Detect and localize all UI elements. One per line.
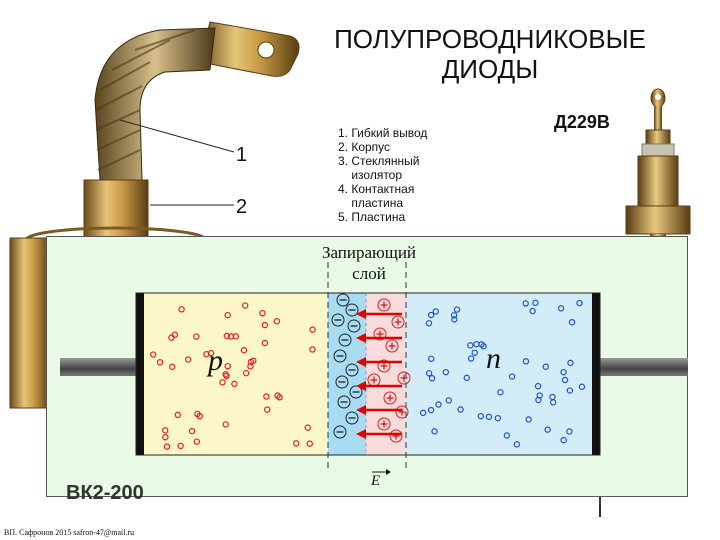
field-label: E [371,473,380,490]
barrier-label-line1: Запирающий [296,242,442,263]
credit-footer: ВП. Сафронов 2015 safron-47@mail.ru [4,528,134,537]
barrier-label-line2: слой [296,263,442,284]
right-electrode [592,293,600,455]
p-region [142,293,328,455]
p-region-label: p [208,344,223,378]
barrier-layer-label: Запирающий слой [296,242,442,284]
device-code-label: ВК2-200 [66,482,144,505]
n-region-label: n [486,342,501,376]
right-lead-stub [599,497,601,517]
left-electrode [136,293,144,455]
